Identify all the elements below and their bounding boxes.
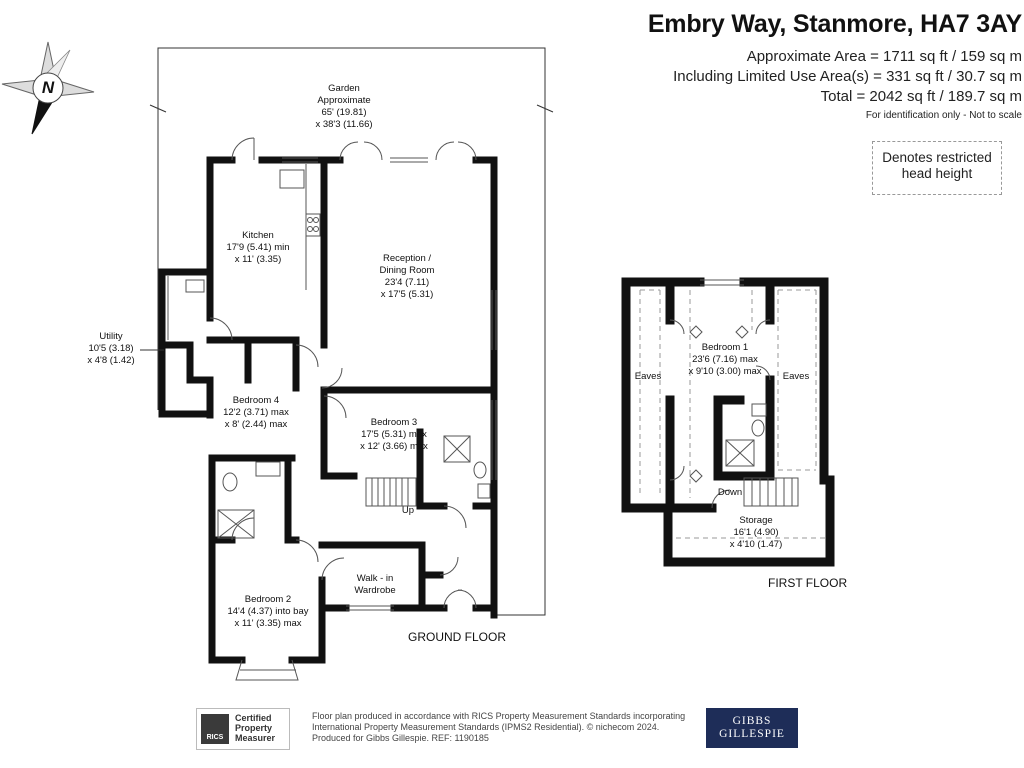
footer-line-2: International Property Measurement Stand… [312, 722, 660, 732]
bedroom1-dim-1: 23'6 (7.16) max [692, 354, 758, 365]
identification-note: For identification only - Not to scale [865, 110, 1022, 121]
reception-name: Reception / [382, 253, 432, 264]
utility-leader-line [140, 349, 164, 351]
ground-floor-details [167, 137, 497, 681]
total-area: Total = 2042 sq ft / 189.7 sq m [820, 88, 1022, 105]
storage-dim-1: 16'1 (4.90) [733, 527, 779, 538]
kitchen-name: Kitchen [242, 230, 274, 241]
footer-line-1: Floor plan produced in accordance with R… [312, 711, 686, 721]
bedroom3-name: Bedroom 3 [370, 417, 418, 428]
bedroom4-dim-1: 12'2 (3.71) max [223, 407, 289, 418]
bedroom1-label: Bedroom 1 23'6 (7.16) max x 9'10 (3.00) … [678, 342, 772, 378]
bedroom2-label: Bedroom 2 14'4 (4.37) into bay x 11' (3.… [218, 594, 318, 630]
property-title: Embry Way, Stanmore, HA7 3AY [647, 10, 1022, 38]
wardrobe-name-2: Wardrobe [354, 585, 396, 596]
bedroom4-name: Bedroom 4 [232, 395, 280, 406]
bedroom2-dim-1: 14'4 (4.37) into bay [227, 606, 309, 617]
wardrobe-name: Walk - in [356, 573, 394, 584]
footer-disclaimer: Floor plan produced in accordance with R… [312, 711, 702, 744]
utility-dim-2: x 4'8 (1.42) [87, 355, 135, 366]
utility-label: Utility 10'5 (3.18) x 4'8 (1.42) [78, 331, 144, 367]
cert-line-1: Certified [235, 713, 272, 723]
garden-dim-1: 65' (19.81) [321, 107, 367, 118]
gibbs-gillespie-logo: GIBBS GILLESPIE [706, 708, 798, 748]
reception-dim-2: x 17'5 (5.31) [380, 289, 434, 300]
storage-dim-2: x 4'10 (1.47) [729, 539, 783, 550]
compass-north-letter: N [41, 78, 55, 97]
brand-line-2: GILLESPIE [719, 728, 785, 740]
first-floor-title: FIRST FLOOR [768, 576, 848, 590]
bedroom1-dim-2: x 9'10 (3.00) max [688, 366, 762, 377]
garden-label: Garden Approximate 65' (19.81) x 38'3 (1… [294, 83, 394, 131]
ground-floor-walls [158, 156, 498, 664]
restricted-height-legend: Denotes restricted head height [872, 141, 1002, 195]
garden-boundary [149, 47, 554, 616]
first-floor-walls [621, 277, 835, 567]
approximate-area: Approximate Area = 1711 sq ft / 159 sq m [746, 48, 1022, 65]
wardrobe-label: Walk - in Wardrobe [340, 573, 410, 597]
reception-dim-1: 23'4 (7.11) [384, 277, 430, 288]
rics-certified-badge: RICS Certified Property Measurer [196, 708, 290, 750]
rics-logo: RICS [201, 714, 229, 744]
reception-label: Reception / Dining Room 23'4 (7.11) x 17… [356, 253, 458, 301]
bedroom4-dim-2: x 8' (2.44) max [224, 419, 288, 430]
cert-line-2: Property [235, 723, 273, 733]
kitchen-label: Kitchen 17'9 (5.41) min x 11' (3.35) [210, 230, 306, 266]
rics-cert-text: Certified Property Measurer [235, 713, 275, 743]
storage-name: Storage [739, 515, 773, 526]
garden-dim-2: x 38'3 (11.66) [315, 119, 373, 130]
ground-floor-title: GROUND FLOOR [408, 630, 507, 644]
garden-name: Garden [328, 83, 360, 94]
brand-line-1: GIBBS [732, 715, 772, 727]
first-floor-details [639, 279, 826, 539]
bedroom2-dim-2: x 11' (3.35) max [234, 618, 302, 629]
utility-dim-1: 10'5 (3.18) [88, 343, 134, 354]
legend-line-1: Denotes restricted [882, 150, 992, 165]
bedroom1-name: Bedroom 1 [701, 342, 749, 353]
bedroom3-dim-2: x 12' (3.66) max [360, 441, 428, 452]
stairs-up-label: Up [401, 505, 415, 516]
eaves-right-label: Eaves [782, 371, 810, 382]
stairs-down-label: Down [717, 487, 743, 498]
kitchen-dim-2: x 11' (3.35) [234, 254, 282, 265]
reception-name-2: Dining Room [379, 265, 435, 276]
limited-use-area: Including Limited Use Area(s) = 331 sq f… [673, 68, 1022, 85]
bedroom2-name: Bedroom 2 [244, 594, 292, 605]
cert-line-3: Measurer [235, 733, 276, 743]
bedroom3-label: Bedroom 3 17'5 (5.31) max x 12' (3.66) m… [346, 417, 442, 453]
legend-line-2: head height [901, 166, 973, 181]
garden-approx: Approximate [317, 95, 371, 106]
kitchen-dim-1: 17'9 (5.41) min [226, 242, 290, 253]
bedroom3-dim-1: 17'5 (5.31) max [361, 429, 427, 440]
bedroom4-label: Bedroom 4 12'2 (3.71) max x 8' (2.44) ma… [214, 395, 298, 431]
footer-line-3: Produced for Gibbs Gillespie. REF: 11901… [312, 733, 489, 743]
utility-name: Utility [99, 331, 123, 342]
eaves-left-label: Eaves [634, 371, 662, 382]
compass-icon [1, 41, 95, 135]
storage-label: Storage 16'1 (4.90) x 4'10 (1.47) [710, 515, 802, 551]
